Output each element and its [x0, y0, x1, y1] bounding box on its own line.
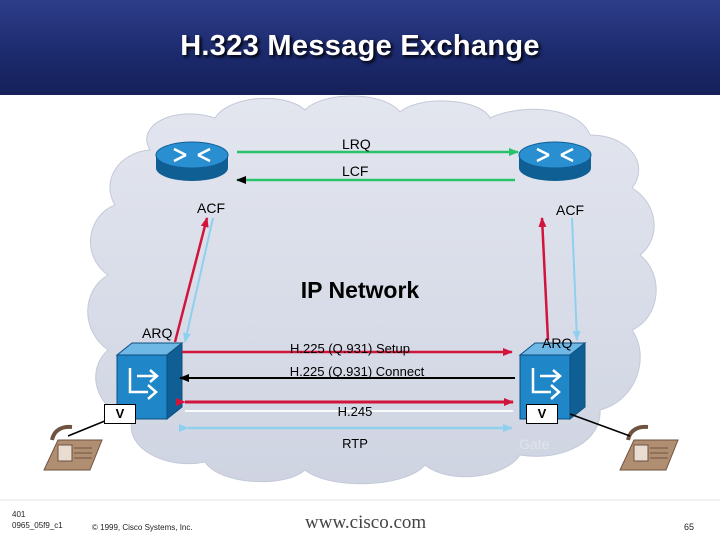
connect-label: H.225 (Q.931) Connect: [289, 364, 425, 379]
slide-code-line1: 401: [12, 510, 26, 519]
h245-label: H.245: [337, 404, 373, 419]
telephone-icon: [43, 424, 103, 471]
title-band: [0, 0, 720, 95]
arq-right-arrow: [538, 217, 550, 341]
arq-left-arrow: [173, 217, 209, 343]
arq-left-label: ARQ: [142, 325, 173, 341]
router-icon: [518, 141, 592, 181]
telephone-icon: [619, 424, 679, 471]
rtp-label: RTP: [342, 436, 368, 451]
ip-network-cloud: [87, 95, 657, 485]
slide-code-line2: 0965_05f9_c1: [12, 521, 63, 530]
setup-label: H.225 (Q.931) Setup: [290, 341, 410, 356]
cisco-url: www.cisco.com: [305, 512, 427, 533]
phone-link-right: [569, 413, 631, 437]
lcf-label: LCF: [342, 163, 369, 179]
arq-right-label: ARQ: [542, 335, 573, 351]
page-number: 65: [684, 522, 695, 532]
acf-left-label: ACF: [197, 200, 225, 216]
lrq-label: LRQ: [342, 136, 371, 152]
acf-right-arrow: [571, 217, 581, 341]
acf-left-arrow: [183, 217, 214, 343]
voice-port-right: V: [526, 404, 558, 424]
router-icon: [155, 141, 229, 181]
slide-title: H.323 Message Exchange: [180, 30, 540, 62]
ghost-text: Gate: [519, 436, 550, 452]
voice-port-left: V: [104, 404, 136, 424]
copyright: © 1999, Cisco Systems, Inc.: [92, 523, 193, 532]
acf-right-label: ACF: [556, 202, 584, 218]
ip-network-label: IP Network: [300, 277, 420, 303]
